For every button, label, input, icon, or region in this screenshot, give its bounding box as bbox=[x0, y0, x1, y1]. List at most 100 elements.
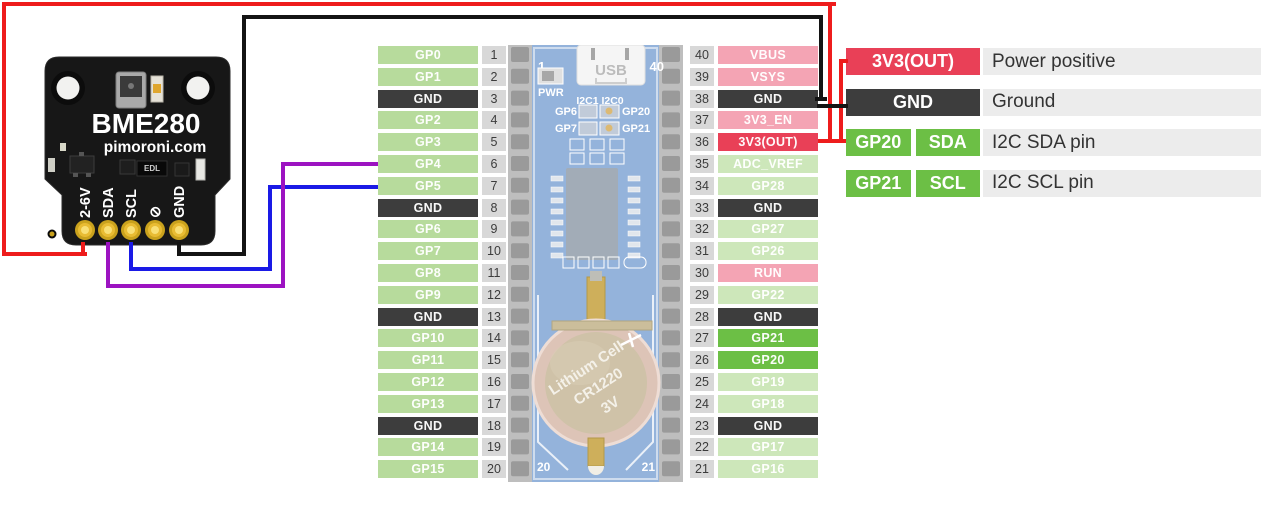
legend-row-sda: GP20 SDA I2C SDA pin bbox=[846, 129, 1261, 156]
pico-board: USB 1 40 PWR I2C1 I2C0 GP6 GP20 GP7 GP21 bbox=[508, 45, 683, 490]
pin-number: 14 bbox=[482, 329, 506, 348]
svg-text:GP7: GP7 bbox=[555, 123, 577, 135]
pin-row-right: 34 GP28 bbox=[690, 176, 818, 195]
pin-label-chip: 3V3_EN bbox=[718, 111, 818, 130]
pin-label-chip: GP10 bbox=[378, 329, 478, 348]
pin-label-chip: GP12 bbox=[378, 372, 478, 391]
pin-row-right: 40 VBUS bbox=[690, 46, 818, 64]
svg-text:SDA: SDA bbox=[101, 187, 117, 218]
pin-label-chip: GND bbox=[718, 307, 818, 326]
pin-row-left: GP12 16 bbox=[378, 372, 506, 391]
wire-power-red bbox=[818, 139, 846, 143]
pin-row-left: GP4 6 bbox=[378, 154, 506, 173]
pin-label-chip: GP18 bbox=[718, 394, 818, 413]
pin-number: 15 bbox=[482, 351, 506, 370]
legend-row-ground: GND Ground bbox=[846, 88, 1261, 116]
pin-number: 24 bbox=[690, 394, 714, 413]
legend: 3V3(OUT) Power positive GND Ground GP20 … bbox=[846, 48, 1261, 197]
pin-number: 25 bbox=[690, 372, 714, 391]
pin-row-right: 27 GP21 bbox=[690, 329, 818, 348]
pin-number: 2 bbox=[482, 67, 506, 86]
pin-header-right bbox=[659, 45, 683, 482]
pin-number: 32 bbox=[690, 220, 714, 239]
wire-sda-purple bbox=[106, 284, 285, 288]
pin-label-chip: VBUS bbox=[718, 46, 818, 64]
pin-number: 10 bbox=[482, 242, 506, 261]
pin-number: 37 bbox=[690, 111, 714, 130]
legend-chip: 3V3(OUT) bbox=[846, 48, 980, 75]
pin-number: 40 bbox=[690, 46, 714, 64]
pin-number: 8 bbox=[482, 198, 506, 217]
pin-row-left: GP14 19 bbox=[378, 438, 506, 457]
pin-number: 26 bbox=[690, 351, 714, 370]
pin-number: 12 bbox=[482, 285, 506, 304]
pin-row-right: 25 GP19 bbox=[690, 372, 818, 391]
wire-ground-black bbox=[242, 15, 246, 256]
pin-label-chip: GP22 bbox=[718, 285, 818, 304]
pin-number: 22 bbox=[690, 438, 714, 457]
pin-row-left: GP1 2 bbox=[378, 67, 506, 86]
pin-label-chip: GP11 bbox=[378, 351, 478, 370]
bme280-pcb bbox=[44, 56, 231, 246]
pin-row-left: GND 18 bbox=[378, 416, 506, 435]
svg-text:SCL: SCL bbox=[124, 189, 140, 218]
pin-label-chip: GP14 bbox=[378, 438, 478, 457]
pin-number: 9 bbox=[482, 220, 506, 239]
pin-row-left: GP9 12 bbox=[378, 285, 506, 304]
pin-number: 3 bbox=[482, 89, 506, 108]
wire-ground-black bbox=[242, 15, 823, 19]
mcu-chip bbox=[550, 168, 641, 260]
pin-number: 7 bbox=[482, 176, 506, 195]
pin-row-left: GP7 10 bbox=[378, 242, 506, 261]
svg-text:⊘: ⊘ bbox=[148, 206, 164, 218]
pin-row-left: GND 13 bbox=[378, 307, 506, 326]
legend-row-power: 3V3(OUT) Power positive bbox=[846, 48, 1261, 75]
legend-desc: Ground bbox=[983, 88, 1261, 116]
pin-number: 18 bbox=[482, 416, 506, 435]
pin-label-chip: GND bbox=[718, 416, 818, 435]
pin-number: 36 bbox=[690, 133, 714, 152]
pin-label-chip: GP7 bbox=[378, 242, 478, 261]
svg-text:GP21: GP21 bbox=[622, 123, 650, 135]
pin-label-chip: GP27 bbox=[718, 220, 818, 239]
pin-number: 23 bbox=[690, 416, 714, 435]
pin-row-right: 36 3V3(OUT) bbox=[690, 133, 818, 152]
wire-power-red bbox=[839, 59, 848, 63]
pin-label-chip: GP6 bbox=[378, 220, 478, 239]
left-pin-column: GP0 1 GP1 2 GND 3 GP2 4 GP3 5 GP4 6 GP5 … bbox=[378, 46, 506, 479]
pin-row-left: GND 3 bbox=[378, 89, 506, 108]
pin-label-chip: GP1 bbox=[378, 67, 478, 86]
pin-label-chip: GND bbox=[378, 198, 478, 217]
pin-row-left: GP6 9 bbox=[378, 220, 506, 239]
pin-row-left: GND 8 bbox=[378, 198, 506, 217]
pin-number: 27 bbox=[690, 329, 714, 348]
pin-row-left: GP8 11 bbox=[378, 263, 506, 282]
pwr-connector bbox=[537, 67, 564, 85]
pin-number: 17 bbox=[482, 394, 506, 413]
pin-row-left: GP13 17 bbox=[378, 394, 506, 413]
pin-label-chip: GND bbox=[378, 89, 478, 108]
pin-row-right: 32 GP27 bbox=[690, 220, 818, 239]
pin-number: 11 bbox=[482, 263, 506, 282]
smd-components-row bbox=[48, 143, 206, 181]
pin-label-chip: GP15 bbox=[378, 460, 478, 479]
pin-number: 31 bbox=[690, 242, 714, 261]
pin-label-chip: GND bbox=[378, 307, 478, 326]
legend-chip: GND bbox=[846, 88, 980, 116]
pin-number: 16 bbox=[482, 372, 506, 391]
wire-sda-purple bbox=[106, 242, 110, 288]
battery-holder: Lithium Cell CR1220 3V bbox=[531, 271, 661, 475]
pin-label-chip: ADC_VREF bbox=[718, 154, 818, 173]
pin-number: 1 bbox=[482, 46, 506, 64]
pin-row-right: 33 GND bbox=[690, 198, 818, 217]
pin-row-left: GP3 5 bbox=[378, 133, 506, 152]
pwr-label: PWR bbox=[538, 87, 564, 99]
wire-ground-black bbox=[815, 97, 827, 101]
pin-label-chip: GP2 bbox=[378, 111, 478, 130]
pin-number: 4 bbox=[482, 111, 506, 130]
pin-row-right: 38 GND bbox=[690, 89, 818, 108]
pin-number: 19 bbox=[482, 438, 506, 457]
pin-label-chip: GP17 bbox=[718, 438, 818, 457]
legend-desc: Power positive bbox=[983, 48, 1261, 75]
pin-number: 38 bbox=[690, 89, 714, 108]
